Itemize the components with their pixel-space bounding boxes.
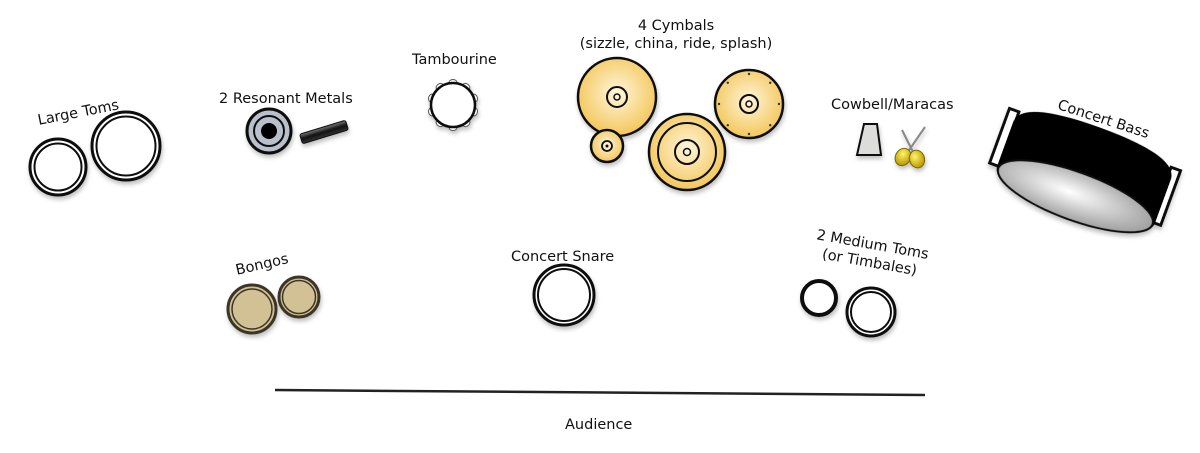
- resonant-metals: [245, 107, 349, 155]
- tambourine: [427, 79, 479, 131]
- bass-head: [996, 159, 1154, 234]
- stage-edge-line: [274, 388, 926, 397]
- sizzle-rivet: [726, 81, 729, 84]
- concert-bass: [987, 106, 1183, 234]
- maracas: [894, 126, 926, 169]
- bongo-large: [226, 283, 278, 335]
- bongos: [226, 275, 321, 335]
- medium-toms: [800, 279, 897, 338]
- label-tambourine: Tambourine: [412, 52, 497, 68]
- label-cowbell-maracas: Cowbell/Maracas: [831, 97, 954, 113]
- sizzle-rivet: [769, 124, 772, 127]
- label-cymbals: 4 Cymbals (sizzle, china, ride, splash): [576, 17, 776, 53]
- medium-tom-timbale: [800, 279, 838, 317]
- cowbell: [855, 123, 883, 156]
- cymbal-splash: [589, 128, 625, 164]
- medium-tom: [845, 286, 897, 338]
- large-tom-small: [28, 137, 88, 197]
- cymbal-china: [576, 56, 658, 138]
- cymbals: [576, 56, 785, 192]
- label-concert-snare: Concert Snare: [511, 249, 615, 265]
- metal-disc: [245, 107, 293, 155]
- bongo-small: [277, 275, 321, 319]
- cymbal-ride: [647, 112, 727, 192]
- metal-bar: [299, 120, 349, 144]
- sizzle-rivet: [777, 102, 781, 106]
- large-toms: [28, 110, 162, 197]
- large-tom-big: [90, 110, 162, 182]
- sizzle-rivet: [726, 124, 729, 127]
- label-cymbals-line1: 4 Cymbals: [637, 18, 715, 34]
- sizzle-rivet: [717, 102, 721, 106]
- label-resonant-metals: 2 Resonant Metals: [219, 91, 353, 107]
- concert-snare: [532, 263, 596, 327]
- label-audience: Audience: [565, 417, 633, 433]
- sizzle-rivet: [769, 81, 772, 84]
- cymbal-sizzle: [713, 68, 785, 140]
- sizzle-rivet: [747, 72, 751, 76]
- sizzle-rivet: [747, 132, 751, 136]
- label-cymbals-line2: (sizzle, china, ride, splash): [579, 36, 773, 52]
- cowbell-maracas: [855, 123, 926, 169]
